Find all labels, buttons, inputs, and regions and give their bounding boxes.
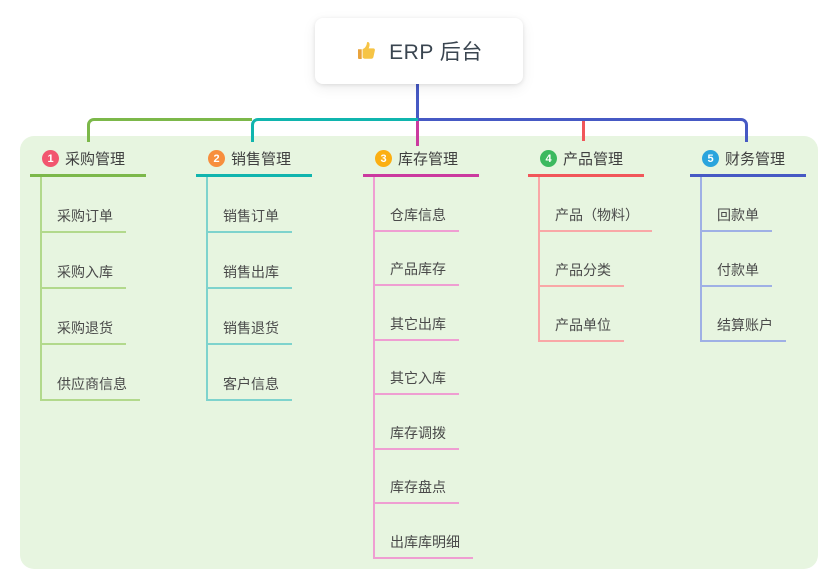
mindmap-node[interactable]: 采购退货: [42, 289, 126, 345]
mindmap-node[interactable]: 采购入库: [42, 233, 126, 289]
mindmap-node[interactable]: 产品单位: [540, 287, 624, 342]
branch-number-badge: 3: [375, 150, 392, 167]
mindmap-node[interactable]: 采购订单: [42, 177, 126, 233]
branch-title: 销售管理: [231, 151, 292, 168]
branch-purchase: 1 采购管理 采购订单 采购入库 采购退货 供应商信息: [30, 146, 146, 401]
branch-children: 仓库信息 产品库存 其它出库 其它入库 库存调拨 库存盘点 出库库明细: [373, 177, 479, 559]
branch-children: 采购订单 采购入库 采购退货 供应商信息: [40, 177, 146, 401]
mindmap-node[interactable]: 其它出库: [375, 286, 459, 341]
branch-children: 回款单 付款单 结算账户: [700, 177, 806, 342]
connector-branch-sales: [251, 118, 418, 142]
content-panel: [20, 136, 818, 569]
branch-head-product[interactable]: 4 产品管理: [528, 146, 644, 177]
mindmap-node[interactable]: 产品库存: [375, 232, 459, 286]
branch-children: 产品（物料） 产品分类 产品单位: [538, 177, 652, 342]
mindmap-node[interactable]: 产品分类: [540, 232, 624, 287]
mindmap-node[interactable]: 销售订单: [208, 177, 292, 233]
thumbs-up-icon: [355, 39, 379, 63]
mindmap-node[interactable]: 产品（物料）: [540, 177, 652, 232]
connector-branch-inventory: [416, 121, 419, 146]
connector-root-line: [416, 84, 419, 121]
branch-inventory: 3 库存管理 仓库信息 产品库存 其它出库 其它入库 库存调拨 库存盘点 出库库…: [363, 146, 479, 559]
branch-number-badge: 2: [208, 150, 225, 167]
branch-number-badge: 5: [702, 150, 719, 167]
mindmap-node[interactable]: 出库库明细: [375, 504, 473, 559]
mindmap-node[interactable]: 回款单: [702, 177, 772, 232]
mindmap-node[interactable]: 库存盘点: [375, 450, 459, 504]
branch-title: 库存管理: [398, 151, 459, 168]
branch-title: 产品管理: [563, 151, 624, 168]
branch-title: 采购管理: [65, 151, 126, 168]
mindmap-node[interactable]: 仓库信息: [375, 177, 459, 232]
branch-children: 销售订单 销售出库 销售退货 客户信息: [206, 177, 312, 401]
mindmap-node[interactable]: 销售退货: [208, 289, 292, 345]
mindmap-node[interactable]: 销售出库: [208, 233, 292, 289]
mindmap-node[interactable]: 付款单: [702, 232, 772, 287]
branch-head-inventory[interactable]: 3 库存管理: [363, 146, 479, 177]
branch-number-badge: 1: [42, 150, 59, 167]
branch-sales: 2 销售管理 销售订单 销售出库 销售退货 客户信息: [196, 146, 312, 401]
connector-branch-product: [582, 121, 585, 141]
mindmap-node[interactable]: 供应商信息: [42, 345, 140, 401]
root-node[interactable]: ERP 后台: [315, 18, 523, 84]
branch-finance: 5 财务管理 回款单 付款单 结算账户: [690, 146, 806, 342]
branch-number-badge: 4: [540, 150, 557, 167]
branch-head-purchase[interactable]: 1 采购管理: [30, 146, 146, 177]
branch-product: 4 产品管理 产品（物料） 产品分类 产品单位: [528, 146, 652, 342]
branch-head-finance[interactable]: 5 财务管理: [690, 146, 806, 177]
mindmap-node[interactable]: 结算账户: [702, 287, 786, 342]
mindmap-node[interactable]: 其它入库: [375, 341, 459, 395]
branch-head-sales[interactable]: 2 销售管理: [196, 146, 312, 177]
root-title: ERP 后台: [389, 41, 483, 64]
branch-title: 财务管理: [725, 151, 786, 168]
connector-branch-finance: [418, 118, 748, 142]
mindmap-node[interactable]: 库存调拨: [375, 395, 459, 450]
connector-branch-purchase: [87, 118, 252, 142]
mindmap-node[interactable]: 客户信息: [208, 345, 292, 401]
